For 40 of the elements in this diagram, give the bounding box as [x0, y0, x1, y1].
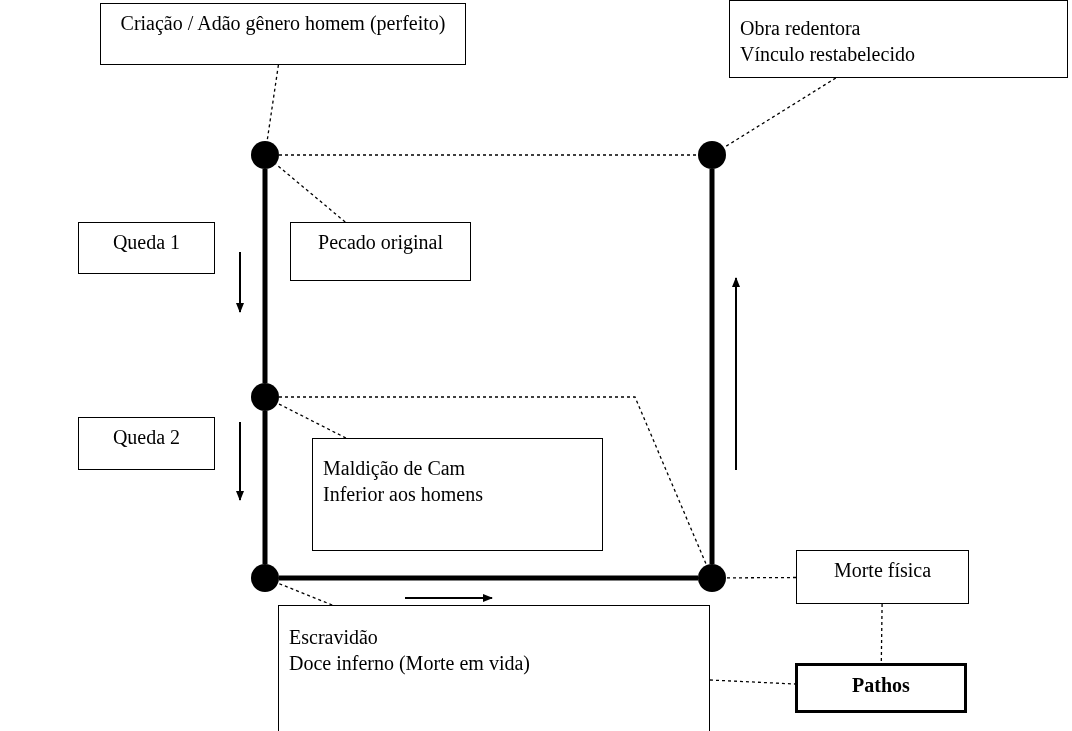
thick-line: [279, 575, 698, 581]
node-label: Criação / Adão gênero homem (perfeito): [119, 11, 447, 36]
dashed-line: [725, 576, 797, 579]
junction-dot: [251, 383, 279, 411]
text-box: [729, 0, 1068, 78]
dashed-line: [278, 396, 708, 566]
text-box: [795, 663, 967, 713]
dashed-line: [709, 679, 796, 685]
node-label: Obra redentora: [740, 16, 862, 41]
text-box: [78, 222, 215, 274]
text-box: [278, 605, 710, 731]
node-label: Pecado original: [317, 230, 444, 255]
thick-line: [709, 169, 715, 564]
text-box: [100, 3, 466, 65]
thick-line: [262, 169, 268, 383]
dashed-line: [278, 154, 699, 156]
text-box: [78, 417, 215, 470]
node-label: Queda 2: [111, 425, 182, 450]
dashed-line: [277, 582, 333, 606]
node-label: Morte física: [832, 558, 933, 583]
node-label: Pathos: [851, 673, 911, 698]
node-label: Doce inferno (Morte em vida): [289, 651, 531, 676]
junction-dot: [698, 564, 726, 592]
junction-dot: [251, 141, 279, 169]
thick-line: [262, 411, 268, 564]
node-label: Inferior aos homens: [323, 482, 484, 507]
node-label: Maldição de Cam: [323, 456, 467, 481]
junction-dot: [251, 564, 279, 592]
junction-dot: [698, 141, 726, 169]
text-box: [796, 550, 969, 604]
node-label: Vínculo restabelecido: [740, 42, 916, 67]
text-box: [312, 438, 603, 551]
text-box: [290, 222, 471, 281]
dashed-line: [266, 64, 280, 142]
dashed-line: [880, 603, 883, 664]
dashed-line: [276, 402, 347, 439]
dashed-line: [723, 77, 837, 149]
dashed-line: [275, 163, 346, 223]
node-label: Queda 1: [111, 230, 182, 255]
node-label: Escravidão: [289, 625, 379, 650]
